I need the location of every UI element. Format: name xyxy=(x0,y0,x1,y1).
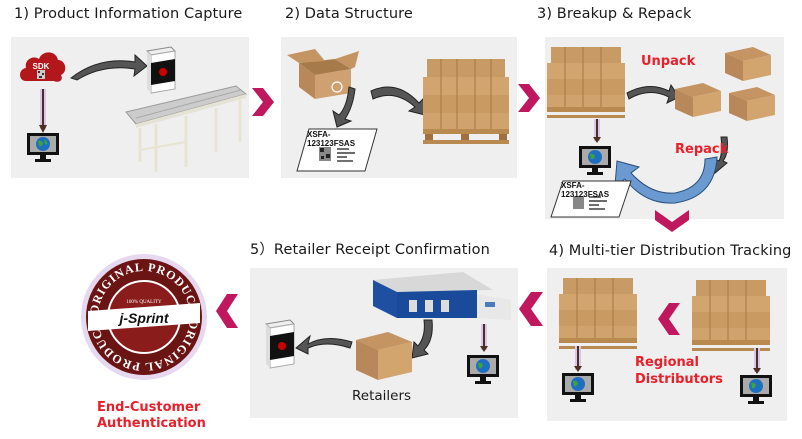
chevron-left-icon xyxy=(658,303,680,335)
step-5-panel: Retailers xyxy=(250,268,518,418)
retailers-label: Retailers xyxy=(352,388,412,404)
box-icon xyxy=(675,83,721,117)
label-card-icon: XSFA-123123FSAS xyxy=(550,179,632,219)
sdk-cloud-icon: SDK xyxy=(20,52,66,82)
sdk-label: SDK xyxy=(33,62,50,71)
chevron-left-icon xyxy=(519,292,543,326)
conveyor-icon xyxy=(125,85,248,172)
label-code: XSFA-123123FSAS xyxy=(307,130,356,148)
caption-line-2: Authentication xyxy=(97,416,206,431)
step-2-title: 2) Data Structure xyxy=(285,6,413,22)
monitor-globe-icon xyxy=(27,133,59,162)
curved-arrow-icon xyxy=(370,86,426,116)
step-3-title: 3) Breakup & Repack xyxy=(537,6,692,22)
unpack-label: Unpack xyxy=(641,54,696,69)
box-icon xyxy=(725,47,771,81)
pallet-icon xyxy=(547,47,625,118)
step-4-panel: Regional Distributors xyxy=(547,268,787,421)
monitor-globe-icon xyxy=(579,146,611,175)
pallet-icon xyxy=(692,280,770,351)
down-arrow-icon xyxy=(480,324,488,352)
step-5-title: 5）Retailer Receipt Confirmation xyxy=(250,242,490,258)
step-1-panel: SDK xyxy=(11,37,249,178)
curved-down-arrow-icon xyxy=(332,86,356,128)
step-3-panel: Unpack Repack XSFA-123123FSAS xyxy=(545,37,784,219)
curved-left-arrow-icon xyxy=(295,334,353,355)
warehouse-icon xyxy=(373,272,511,320)
label-card-icon: XSFA-123123FSAS xyxy=(296,127,378,173)
down-arrow-icon xyxy=(574,346,582,372)
pallet-icon xyxy=(423,59,509,144)
chevron-right-icon xyxy=(252,88,274,116)
open-box-icon xyxy=(287,49,359,99)
regional-label: Regional xyxy=(635,355,700,370)
step-4-title: 4) Multi-tier Distribution Tracking xyxy=(549,243,792,259)
label-code: XSFA-123123FSAS xyxy=(561,181,610,199)
pallet-icon xyxy=(559,278,637,349)
chevron-down-icon xyxy=(655,210,689,232)
distributors-label: Distributors xyxy=(635,372,723,387)
product-box-icon xyxy=(264,319,296,369)
step-1-title: 1) Product Information Capture xyxy=(14,6,243,22)
curved-down-arrow-icon xyxy=(411,319,433,359)
box-icon xyxy=(729,87,775,121)
seal-brand-text: j-Sprint xyxy=(118,310,170,326)
chevron-right-icon xyxy=(518,84,540,112)
down-arrow-icon xyxy=(593,119,601,143)
regional-distributors-label: Regional Distributors xyxy=(635,354,723,388)
monitor-globe-icon xyxy=(562,373,594,402)
seal-quality-text: 100% QUALITY xyxy=(126,300,162,305)
repack-label: Repack xyxy=(675,142,729,157)
original-product-seal-icon: ORIGINAL PRODUCT ORIGINAL PRODUCT 100% Q… xyxy=(81,254,207,380)
curved-arrow-icon xyxy=(626,83,680,104)
box-icon xyxy=(356,332,412,380)
step-2-panel: XSFA-123123FSAS xyxy=(281,37,517,178)
monitor-globe-icon xyxy=(740,375,772,404)
down-arrow-icon xyxy=(753,348,761,374)
down-arrow-icon xyxy=(39,89,47,133)
product-box-icon xyxy=(145,46,177,94)
end-customer-authentication-label: End-Customer Authentication xyxy=(97,400,206,432)
monitor-globe-icon xyxy=(467,355,499,384)
chevron-left-icon xyxy=(216,294,238,328)
caption-line-1: End-Customer xyxy=(97,400,201,415)
return-arrow-icon xyxy=(614,156,718,204)
